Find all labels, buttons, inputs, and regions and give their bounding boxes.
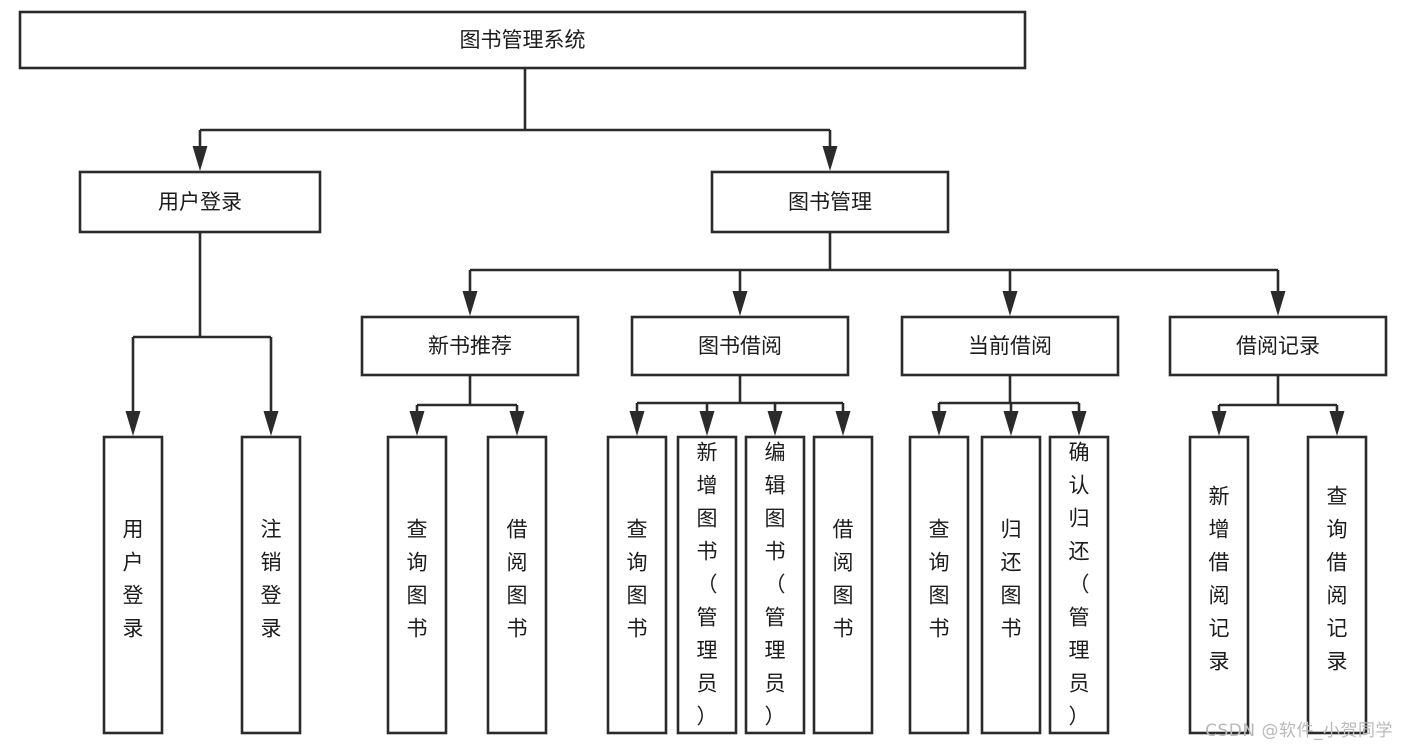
node-leaf-add-borrow-record[interactable]: 新增借阅记录: [1188, 435, 1250, 735]
arrow-head-icon: [409, 411, 425, 436]
node-label: 新增借阅记录: [1209, 485, 1230, 674]
node-label: 查询图书: [929, 518, 950, 641]
node-box-level3[interactable]: [630, 315, 850, 377]
arrow-head-icon: [699, 411, 715, 436]
node-box-leaf[interactable]: [744, 435, 806, 735]
connector-group-book-borrow: [629, 375, 851, 436]
node-box-leaf[interactable]: [676, 435, 738, 735]
arrow-head-icon: [1329, 411, 1345, 436]
node-box-level3[interactable]: [360, 315, 580, 377]
watermark-label: CSDN @软件_小贺同学: [1205, 721, 1393, 741]
node-leaf-query-borrow-record[interactable]: 查询借阅记录: [1306, 435, 1368, 735]
node-label: 用户登录: [123, 518, 144, 641]
node-label: 用户登录: [158, 190, 242, 214]
node-label: 借阅图书: [507, 518, 528, 641]
node-box-level3[interactable]: [900, 315, 1120, 377]
node-label: 新书推荐: [428, 334, 512, 358]
connector-group-new-book-recommend: [409, 375, 525, 436]
node-box-level2[interactable]: [78, 170, 322, 234]
arrow-head-icon: [1002, 291, 1018, 316]
node-leaf-logout-login[interactable]: 注销登录: [240, 435, 302, 735]
node-label: 编辑图书（管理员）: [765, 441, 786, 729]
connector-group-current-borrow: [931, 375, 1087, 436]
node-leaf-edit-book-admin[interactable]: 编辑图书（管理员）: [744, 435, 806, 735]
connector-layer: [125, 68, 1345, 436]
node-box-leaf[interactable]: [606, 435, 668, 735]
node-book-borrow[interactable]: 图书借阅: [630, 315, 850, 377]
node-label: 查询借阅记录: [1327, 485, 1348, 674]
node-label: 新增图书（管理员）: [697, 441, 718, 729]
arrow-head-icon: [1211, 411, 1227, 436]
connector-group-root: [192, 68, 838, 171]
node-leaf-query-book-current[interactable]: 查询图书: [908, 435, 970, 735]
node-box-root[interactable]: [18, 10, 1027, 70]
arrow-head-icon: [462, 291, 478, 316]
node-box-leaf[interactable]: [1188, 435, 1250, 735]
arrow-head-icon: [822, 146, 838, 171]
node-box-leaf[interactable]: [102, 435, 164, 735]
node-box-leaf[interactable]: [386, 435, 448, 735]
node-new-book-recommend[interactable]: 新书推荐: [360, 315, 580, 377]
node-box-leaf[interactable]: [240, 435, 302, 735]
node-layer: 图书管理系统用户登录图书管理新书推荐图书借阅当前借阅借阅记录用户登录注销登录查询…: [18, 10, 1388, 735]
node-leaf-borrow-book-rec[interactable]: 借阅图书: [486, 435, 548, 735]
arrow-head-icon: [263, 411, 279, 436]
node-user-login[interactable]: 用户登录: [78, 170, 322, 234]
node-box-leaf[interactable]: [980, 435, 1042, 735]
node-book-manage[interactable]: 图书管理: [710, 170, 950, 234]
node-box-level2[interactable]: [710, 170, 950, 234]
node-label: 借阅图书: [833, 518, 854, 641]
node-box-leaf[interactable]: [812, 435, 874, 735]
node-label: 当前借阅: [968, 334, 1052, 358]
arrow-head-icon: [629, 411, 645, 436]
arrow-head-icon: [931, 411, 947, 436]
node-current-borrow[interactable]: 当前借阅: [900, 315, 1120, 377]
connector-group-user-login: [125, 232, 279, 436]
node-label: 归还图书: [1001, 518, 1022, 641]
arrow-head-icon: [835, 411, 851, 436]
node-leaf-confirm-return-admin[interactable]: 确认归还（管理员）: [1048, 435, 1110, 735]
node-borrow-record[interactable]: 借阅记录: [1168, 315, 1388, 377]
arrow-head-icon: [1270, 291, 1286, 316]
node-root[interactable]: 图书管理系统: [18, 10, 1027, 70]
node-label: 图书管理: [788, 190, 872, 214]
node-box-leaf[interactable]: [486, 435, 548, 735]
arrow-head-icon: [1003, 411, 1019, 436]
node-leaf-query-book-borrow[interactable]: 查询图书: [606, 435, 668, 735]
connector-group-book-manage: [462, 232, 1286, 316]
node-label: 借阅记录: [1236, 334, 1320, 358]
node-box-leaf[interactable]: [1048, 435, 1110, 735]
arrow-head-icon: [192, 146, 208, 171]
node-leaf-query-book-rec[interactable]: 查询图书: [386, 435, 448, 735]
node-leaf-user-login[interactable]: 用户登录: [102, 435, 164, 735]
arrow-head-icon: [509, 411, 525, 436]
node-label: 查询图书: [627, 518, 648, 641]
node-box-level3[interactable]: [1168, 315, 1388, 377]
node-label: 查询图书: [407, 518, 428, 641]
node-leaf-add-book-admin[interactable]: 新增图书（管理员）: [676, 435, 738, 735]
arrow-head-icon: [732, 291, 748, 316]
node-label: 图书借阅: [698, 334, 782, 358]
node-label: 注销登录: [261, 518, 282, 641]
node-label: 图书管理系统: [460, 28, 586, 52]
node-box-leaf[interactable]: [908, 435, 970, 735]
node-box-leaf[interactable]: [1306, 435, 1368, 735]
node-leaf-return-book[interactable]: 归还图书: [980, 435, 1042, 735]
node-leaf-borrow-book[interactable]: 借阅图书: [812, 435, 874, 735]
connector-group-borrow-record: [1211, 375, 1345, 436]
arrow-head-icon: [1071, 411, 1087, 436]
node-label: 确认归还（管理员）: [1069, 441, 1090, 729]
arrow-head-icon: [125, 411, 141, 436]
arrow-head-icon: [767, 411, 783, 436]
